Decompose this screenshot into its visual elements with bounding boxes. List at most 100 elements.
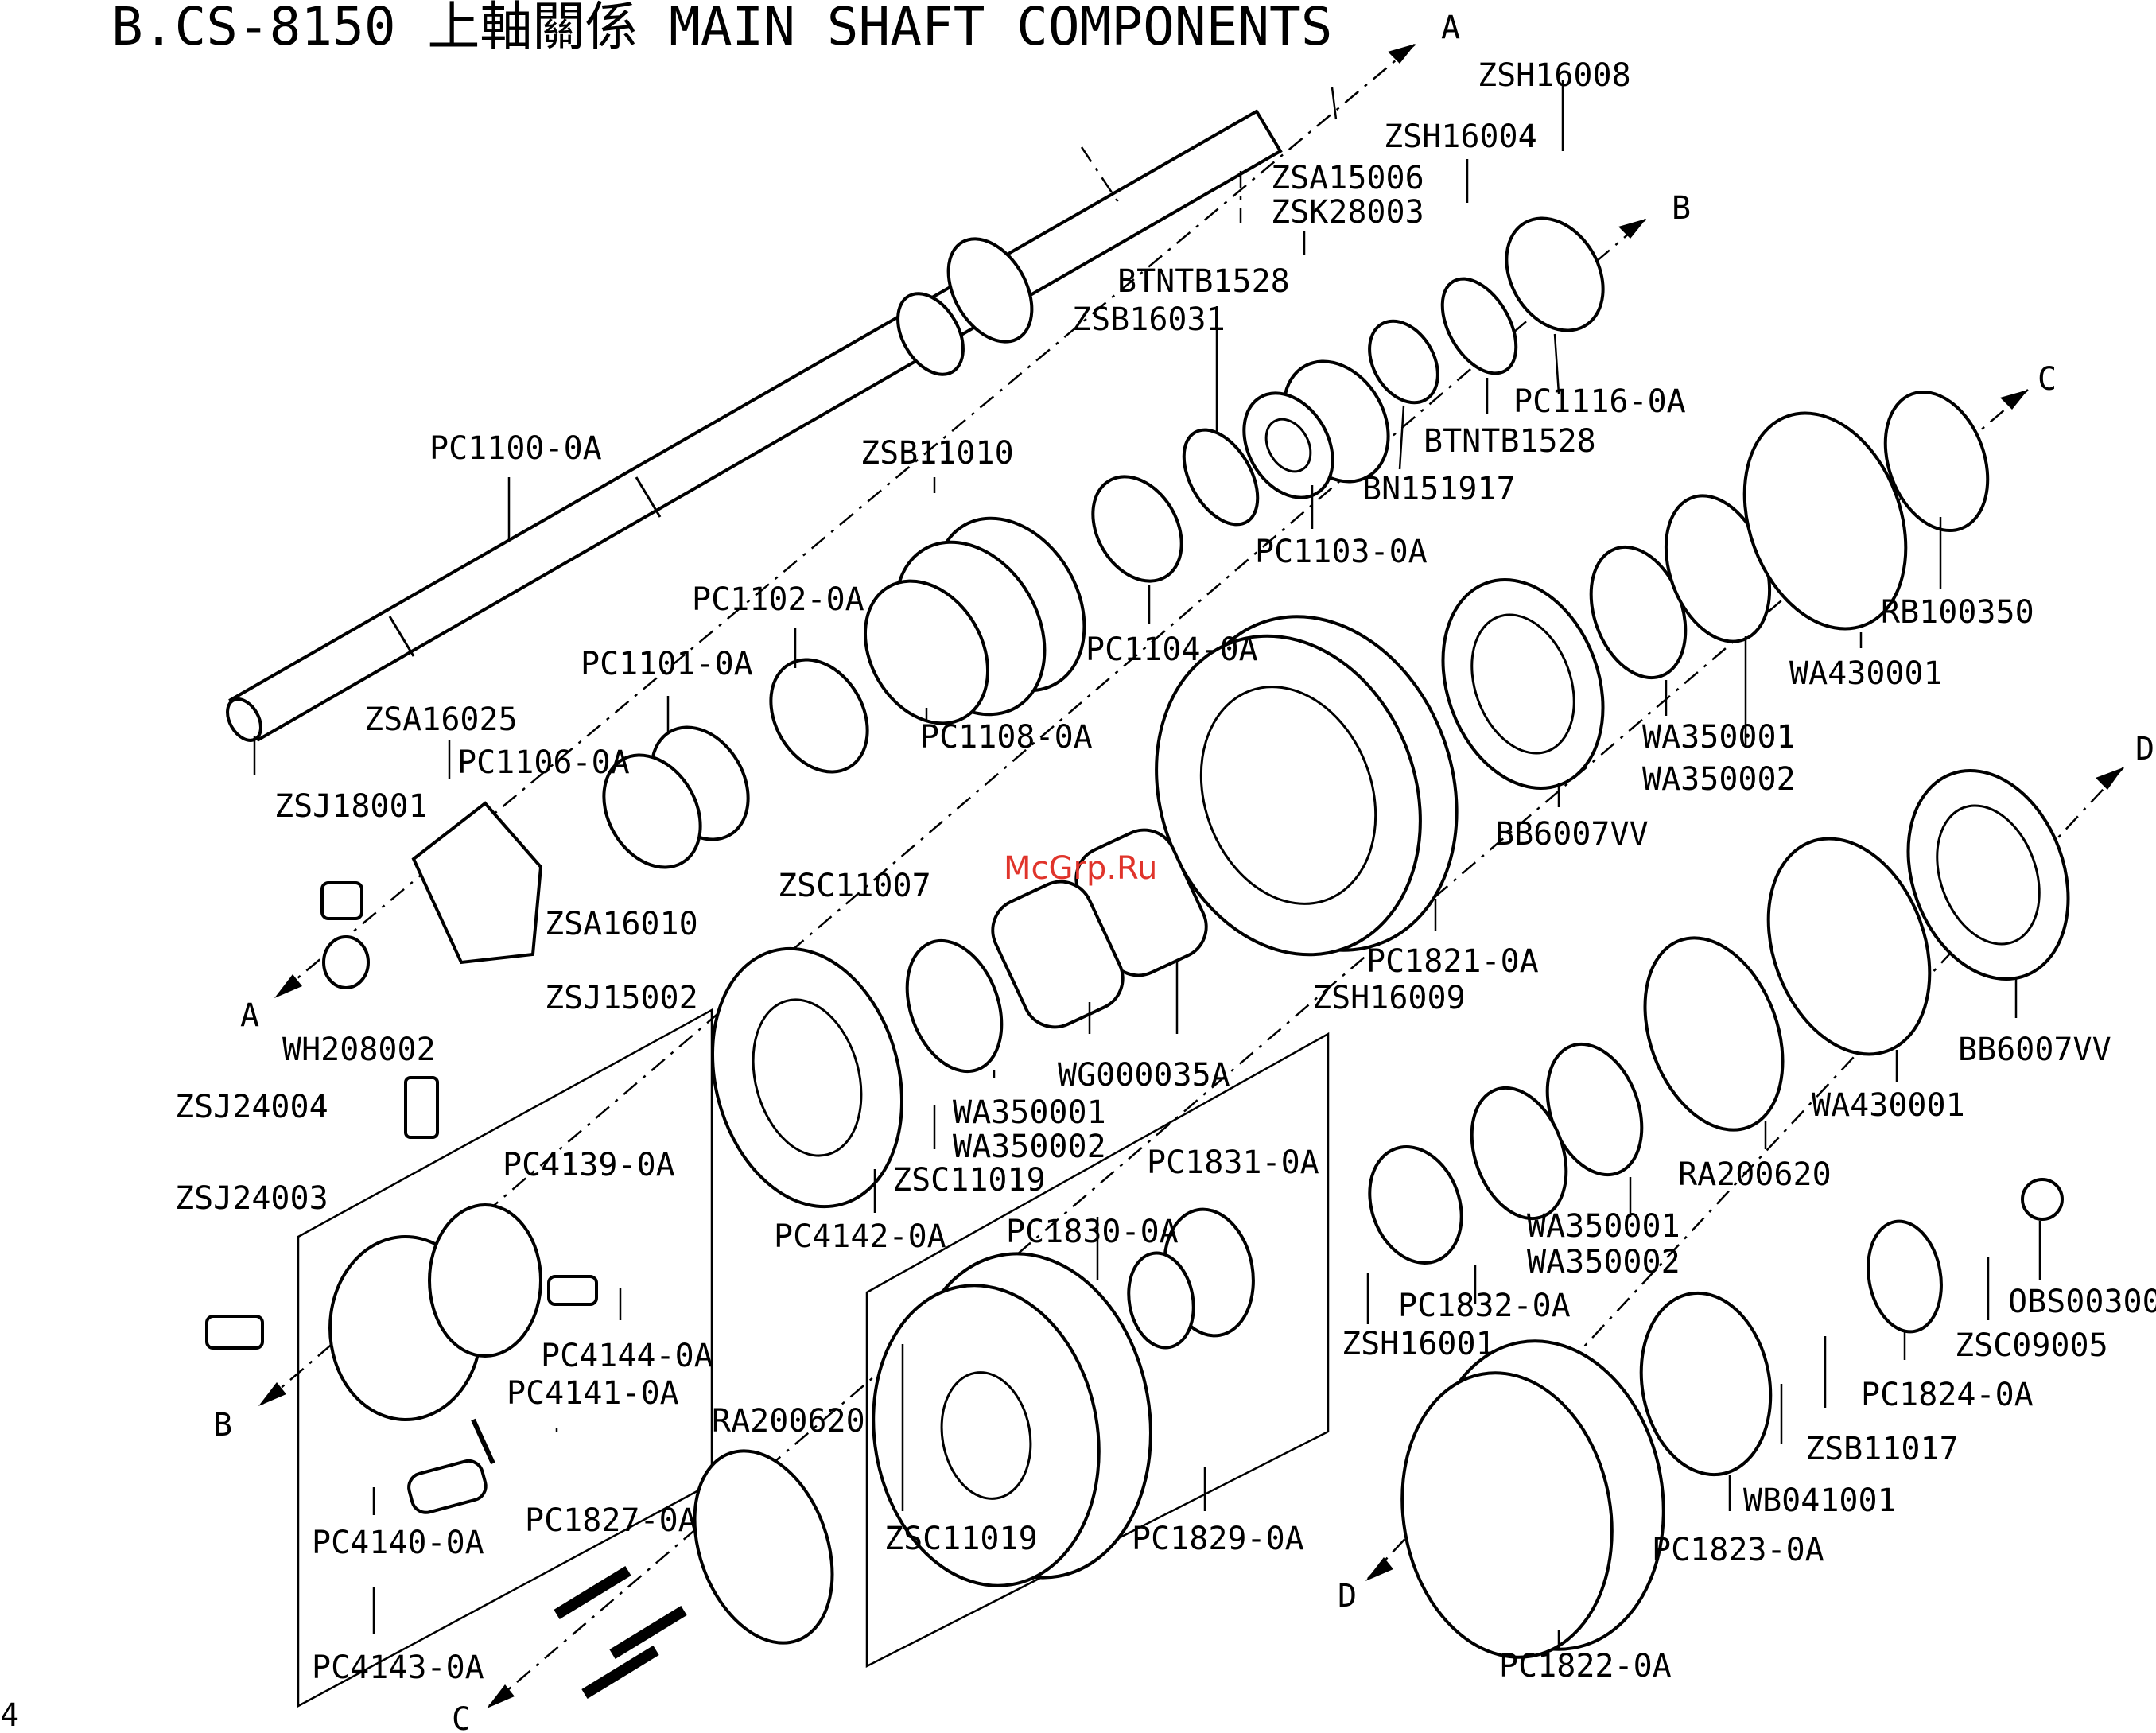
arrow-c-bottom [487,1684,515,1708]
part-label: ZSA15006 [1271,160,1424,196]
part-label: OBS00300 [2008,1284,2156,1320]
section-marker-b-bottom: B [213,1407,232,1444]
part-label: ZSH16009 [1312,980,1466,1016]
part-label: ZSC11019 [884,1521,1038,1557]
part-label: ZSH16008 [1478,57,1631,94]
part-label: PC1102-0A [692,581,864,618]
block-pc1106 [411,801,543,965]
part-label: ZSB11010 [860,435,1014,472]
section-marker-a-bottom: A [240,997,259,1034]
part-label: BTNTB1528 [1117,263,1290,300]
part-label: WA350002 [1642,761,1796,798]
diagram-title: B.CS-8150 上軸關係 MAIN SHAFT COMPONENTS [111,0,1333,57]
lever-pc4140 [407,1459,488,1514]
ring-wa350001-lower [1470,1086,1568,1221]
washer-wa430001-upper [1742,411,1908,631]
section-marker-b-top: B [1672,190,1691,227]
part-label: PC1822-0A [1499,1648,1672,1684]
plate-pc1824 [1867,1219,1943,1334]
part-label: ZSC11019 [892,1162,1046,1199]
part-label: PC1103-0A [1255,534,1428,570]
needle-bearing [1368,319,1439,405]
ball-obs00300 [2021,1178,2064,1221]
bearing-bb6007-lower [1906,769,2070,981]
part-label: PC1824-0A [1861,1377,2034,1413]
part-label: WB041001 [1743,1482,1897,1519]
part-label: ZSA16025 [364,701,518,738]
part-label: ZSK28003 [1271,194,1424,231]
part-label: ZSA16010 [545,906,698,942]
part-label: PC1823-0A [1652,1532,1824,1568]
worm-gear-part [863,516,1086,725]
part-label: BN151917 [1362,471,1516,507]
watermark-text: McGrp.Ru [1004,850,1157,887]
page-number: 4 [0,1697,19,1733]
part-label: BB6007VV [1958,1032,2111,1068]
part-label: PC1827-0A [525,1502,697,1539]
part-label: WA350001 [953,1094,1106,1131]
pin-pc4144 [547,1275,598,1306]
part-label: PC1100-0A [429,430,602,467]
part-label: ZSC11007 [778,868,931,904]
part-label: PC1832-0A [1398,1288,1571,1324]
arrow-b-bottom [258,1382,286,1406]
part-label: RB100350 [1881,594,2034,631]
thrust-bearing-2 [1440,277,1518,375]
main-shaft-part [226,109,1283,742]
part-label: WG000035A [1058,1057,1230,1094]
part-label: BB6007VV [1495,816,1649,853]
washer-wh208002 [322,935,370,989]
section-marker-c-bottom: C [452,1701,471,1733]
arrow-b-top [1618,219,1646,239]
part-label: PC1106-0A [457,744,630,781]
screw-zsj24004 [404,1076,439,1139]
part-label: ZSJ18001 [274,788,428,825]
part-label: PC4141-0A [507,1375,679,1412]
ring-ra200620-lower [693,1449,834,1645]
part-label: ZSB16031 [1072,301,1226,338]
part-label: BTNTB1528 [1424,423,1596,460]
washer-wa430001-lower [1766,837,1932,1056]
part-label: PC1116-0A [1513,383,1686,420]
part-label: ZSJ24004 [175,1089,328,1125]
ring-rb100350 [1883,390,1990,533]
part-label: RA200620 [1678,1156,1832,1193]
section-marker-c-top: C [2038,361,2057,398]
part-label: PC4144-0A [541,1338,713,1374]
part-label: PC1830-0A [1006,1214,1179,1250]
section-marker-d-top: D [2135,731,2154,767]
bushing-part [1242,359,1390,499]
part-label: WA430001 [1789,655,1943,692]
screw-zsj18001 [320,881,363,920]
part-label: PC1821-0A [1366,943,1539,980]
screw-zsj24003 [205,1315,264,1350]
part-label: ZSH16004 [1384,119,1537,155]
part-label: PC1831-0A [1147,1144,1319,1181]
part-label: WH208002 [282,1032,436,1068]
part-label: ZSJ15002 [545,980,698,1016]
part-label: WA350001 [1527,1208,1680,1245]
part-label: PC1829-0A [1132,1521,1304,1557]
flange-pc4142 [710,946,904,1209]
collar-pc1832 [1368,1145,1463,1265]
arrow-c-top [2000,390,2028,410]
collar-pc1104 [1091,475,1183,583]
section-marker-d-bottom: D [1338,1578,1357,1614]
pulley-pc1821 [1155,615,1459,957]
coupling-pc1102 [769,658,869,774]
part-label: WA350002 [1527,1244,1680,1280]
wave-washer-2 [991,880,1125,1029]
arrow-d-top [2096,767,2123,790]
part-label: ZSH16001 [1342,1326,1495,1362]
thrust-bearing-1 [1182,428,1260,527]
part-label: ZSJ24003 [175,1180,328,1217]
part-label: PC1101-0A [581,646,753,682]
arrow-d-bottom [1365,1557,1393,1581]
part-label: PC4143-0A [312,1649,484,1686]
part-label: PC4140-0A [312,1525,484,1561]
part-label: ZSC09005 [1955,1327,2108,1364]
arrow-a-top [1388,44,1416,64]
ring-ra200620-upper [1643,936,1785,1132]
part-label: PC4142-0A [774,1218,946,1255]
